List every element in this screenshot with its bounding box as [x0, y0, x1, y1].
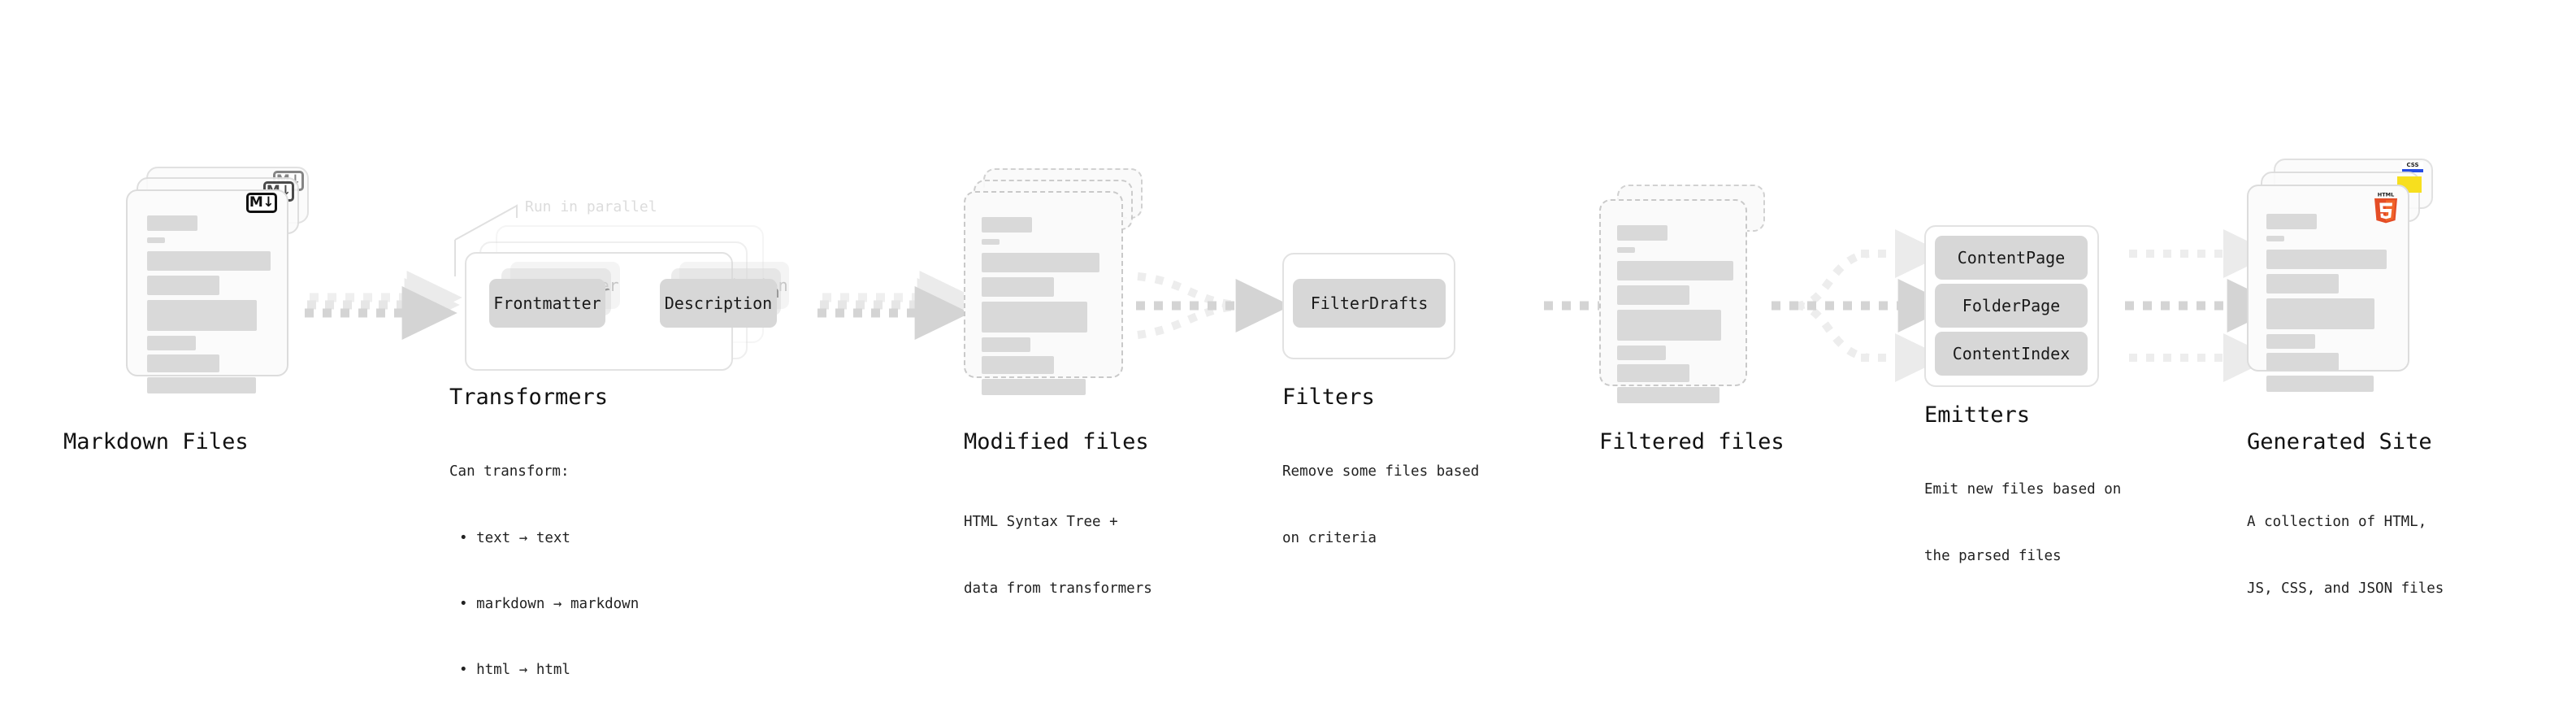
- content-bar: [2266, 376, 2374, 392]
- connector-markdown-to-transformers: [305, 271, 462, 340]
- content-bar: [982, 239, 1000, 245]
- content-bar: [147, 336, 196, 350]
- transformers-sub-line: • markdown → markdown: [459, 596, 640, 612]
- content-bar: [2266, 250, 2387, 269]
- content-bar: [147, 354, 219, 372]
- content-bar: [1617, 387, 1720, 403]
- content-bar: [982, 217, 1032, 233]
- connector-transformers-to-modified: [817, 271, 975, 340]
- content-bar: [982, 302, 1087, 333]
- connector-filtered-to-emitters: [1772, 229, 1954, 382]
- content-bar: [982, 356, 1054, 374]
- stage-sub-modified-files: HTML Syntax Tree + data from transformer…: [964, 467, 1152, 644]
- stage-title-filters: Filters: [1282, 385, 1375, 410]
- markdown-sheet-front: [126, 189, 288, 393]
- content-bar: [1617, 285, 1689, 305]
- stage-title-transformers: Transformers: [449, 385, 609, 410]
- connector-modified-to-filters: [1136, 272, 1291, 339]
- site-sheet-front: [2247, 185, 2409, 392]
- chip-filterdrafts[interactable]: FilterDrafts: [1293, 279, 1446, 328]
- content-bar: [982, 337, 1030, 352]
- content-bar: [1617, 261, 1733, 280]
- chip-folderpage[interactable]: FolderPage: [1935, 284, 2088, 328]
- chip-contentpage[interactable]: ContentPage: [1935, 236, 2088, 280]
- filters-sub-line: Remove some files based: [1282, 463, 1480, 480]
- filtered-sheet-front: [1599, 199, 1747, 403]
- content-bar: [2266, 298, 2374, 329]
- stage-title-markdown-files: Markdown Files: [63, 429, 249, 454]
- site-sub-line: A collection of HTML,: [2247, 514, 2427, 531]
- content-bar: [147, 237, 165, 243]
- stage-title-generated-site: Generated Site: [2247, 429, 2432, 454]
- emitters-sub-line: Emit new files based on: [1924, 481, 2122, 498]
- stage-sub-generated-site: A collection of HTML, JS, CSS, and JSON …: [2247, 467, 2444, 644]
- css-icon: CSS: [2402, 162, 2423, 172]
- content-bar: [1617, 346, 1666, 360]
- content-bar: [982, 277, 1054, 297]
- content-bar: [982, 379, 1086, 395]
- content-bar: [147, 300, 257, 331]
- markdown-icon: M↓: [246, 193, 277, 213]
- css-icon-label: CSS: [2406, 162, 2419, 168]
- css-icon-bar: [2402, 169, 2423, 172]
- chip-frontmatter[interactable]: Frontmatter: [489, 279, 605, 328]
- content-bar: [2266, 274, 2339, 293]
- content-bar: [1617, 364, 1689, 382]
- chip-description[interactable]: Description: [660, 279, 777, 328]
- diagram-canvas: M↓ M↓ M↓ Markdown Files Frontmatter Fron…: [63, 159, 2444, 678]
- content-bar: [2266, 334, 2315, 349]
- site-sub-line: JS, CSS, and JSON files: [2247, 580, 2444, 597]
- stage-title-modified-files: Modified files: [964, 429, 1149, 454]
- html5-icon: HTML: [2372, 190, 2400, 224]
- content-bar: [147, 215, 197, 231]
- transformers-sub-line: Can transform:: [449, 463, 570, 480]
- content-bar: [1617, 225, 1667, 241]
- content-bar: [147, 276, 219, 295]
- content-bar: [1617, 310, 1721, 341]
- filters-sub-line: on criteria: [1282, 529, 1377, 546]
- stage-sub-filters: Remove some files based on criteria: [1282, 417, 1479, 593]
- content-bar: [147, 251, 271, 271]
- content-bar: [147, 377, 256, 393]
- content-bar: [982, 253, 1099, 272]
- content-bar: [2266, 236, 2284, 241]
- chip-contentindex[interactable]: ContentIndex: [1935, 332, 2088, 376]
- svg-text:HTML: HTML: [2378, 192, 2394, 198]
- transformers-sub-line: • text → text: [459, 529, 570, 546]
- stage-sub-transformers: Can transform: • text → text • markdown …: [449, 417, 639, 726]
- emitters-sub-line: the parsed files: [1924, 547, 2062, 564]
- modified-sheet-front: [964, 191, 1123, 395]
- stage-sub-emitters: Emit new files based on the parsed files: [1924, 435, 2121, 611]
- content-bar: [2266, 214, 2317, 229]
- content-bar: [1617, 247, 1635, 253]
- connector-emitters-to-site: [2125, 229, 2283, 382]
- stage-title-filtered-files: Filtered files: [1599, 429, 1785, 454]
- modified-sub-line: HTML Syntax Tree +: [964, 514, 1118, 531]
- modified-sub-line: data from transformers: [964, 580, 1152, 597]
- content-bar: [2266, 353, 2339, 371]
- run-in-parallel-label: Run in parallel: [525, 198, 657, 215]
- stage-title-emitters: Emitters: [1924, 402, 2031, 428]
- transformers-sub-line: • html → html: [459, 662, 570, 679]
